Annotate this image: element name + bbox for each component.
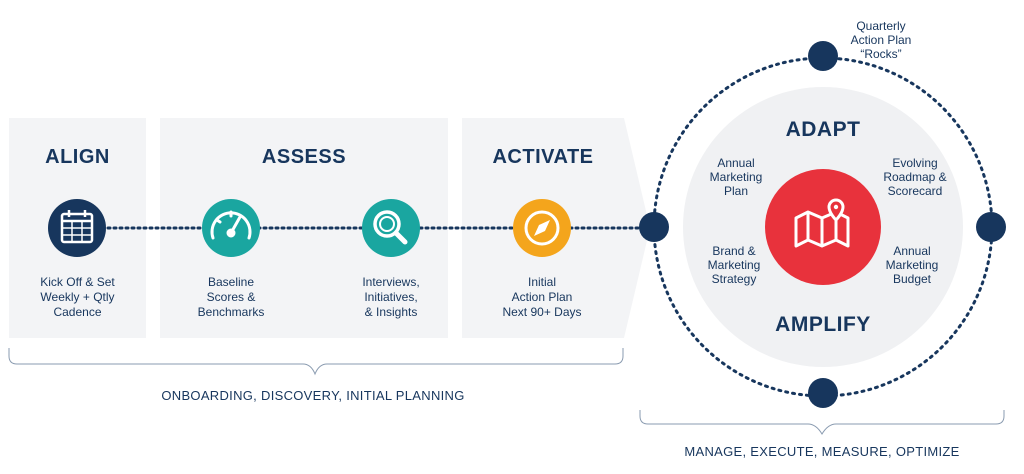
caption-manage: MANAGE, EXECUTE, MEASURE, OPTIMIZE [684,444,960,459]
phase-title-assess: ASSESS [261,146,347,168]
gauge-icon-circle [202,199,260,257]
left-bracket [8,348,624,376]
right-bracket [639,410,1005,435]
ring-node-bottom [808,378,838,408]
compass-icon [524,210,560,246]
cycle-title-amplify: AMPLIFY [775,313,871,336]
calendar-icon [60,210,94,244]
ring-node-left [639,212,669,242]
step-label-interviews: Interviews,Initiatives,& Insights [362,275,420,319]
phase-title-align: ALIGN [45,146,110,168]
gauge-icon [210,210,252,240]
map-pin-icon [794,198,850,248]
ring-node-right [976,212,1006,242]
phase-title-activate: ACTIVATE [492,146,594,168]
ring-node-top [808,41,838,71]
caption-onboarding: ONBOARDING, DISCOVERY, INITIAL PLANNING [161,388,465,403]
magnifier-icon [373,210,408,245]
cycle-title-adapt: ADAPT [785,118,861,141]
magnifier-icon-circle [362,199,420,257]
